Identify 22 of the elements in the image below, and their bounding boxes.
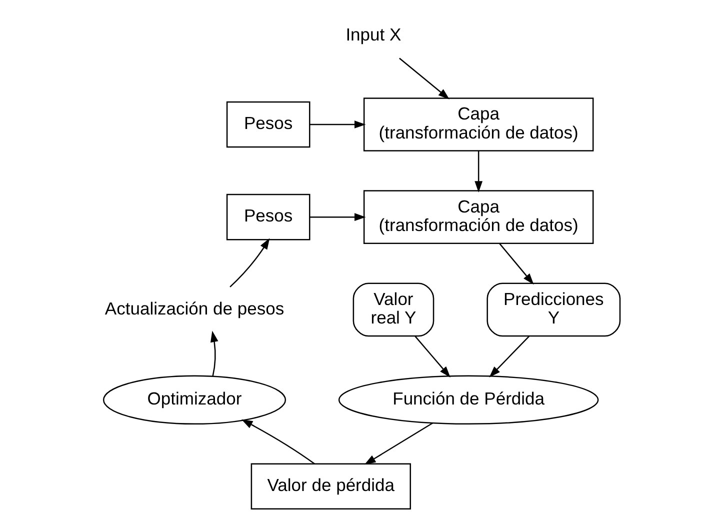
- node-text: Actualización de pesos: [104, 298, 284, 318]
- node-ellipse: Optimizador: [102, 375, 286, 425]
- arrow: [398, 58, 449, 100]
- arrow: [229, 238, 270, 288]
- arrow: [474, 150, 482, 192]
- arrow: [240, 419, 314, 464]
- node-box: Pesos: [226, 101, 310, 148]
- node-ellipse: Función de Pérdida: [338, 375, 598, 425]
- node-box: Predicciones Y: [486, 282, 620, 337]
- node-box: Capa (transformación de datos): [362, 190, 594, 244]
- node-box: Pesos: [226, 194, 310, 240]
- arrow: [488, 336, 529, 378]
- arrow: [309, 120, 366, 128]
- node-box: Capa (transformación de datos): [362, 98, 594, 152]
- arrow: [498, 243, 534, 285]
- arrow: [210, 330, 218, 376]
- node-box: Valor de pérdida: [250, 463, 410, 510]
- node-text: Input X: [345, 24, 401, 44]
- arrow: [364, 422, 433, 465]
- node-box: Valor real Y: [352, 282, 434, 337]
- arrow: [309, 213, 366, 222]
- arrow: [414, 336, 450, 378]
